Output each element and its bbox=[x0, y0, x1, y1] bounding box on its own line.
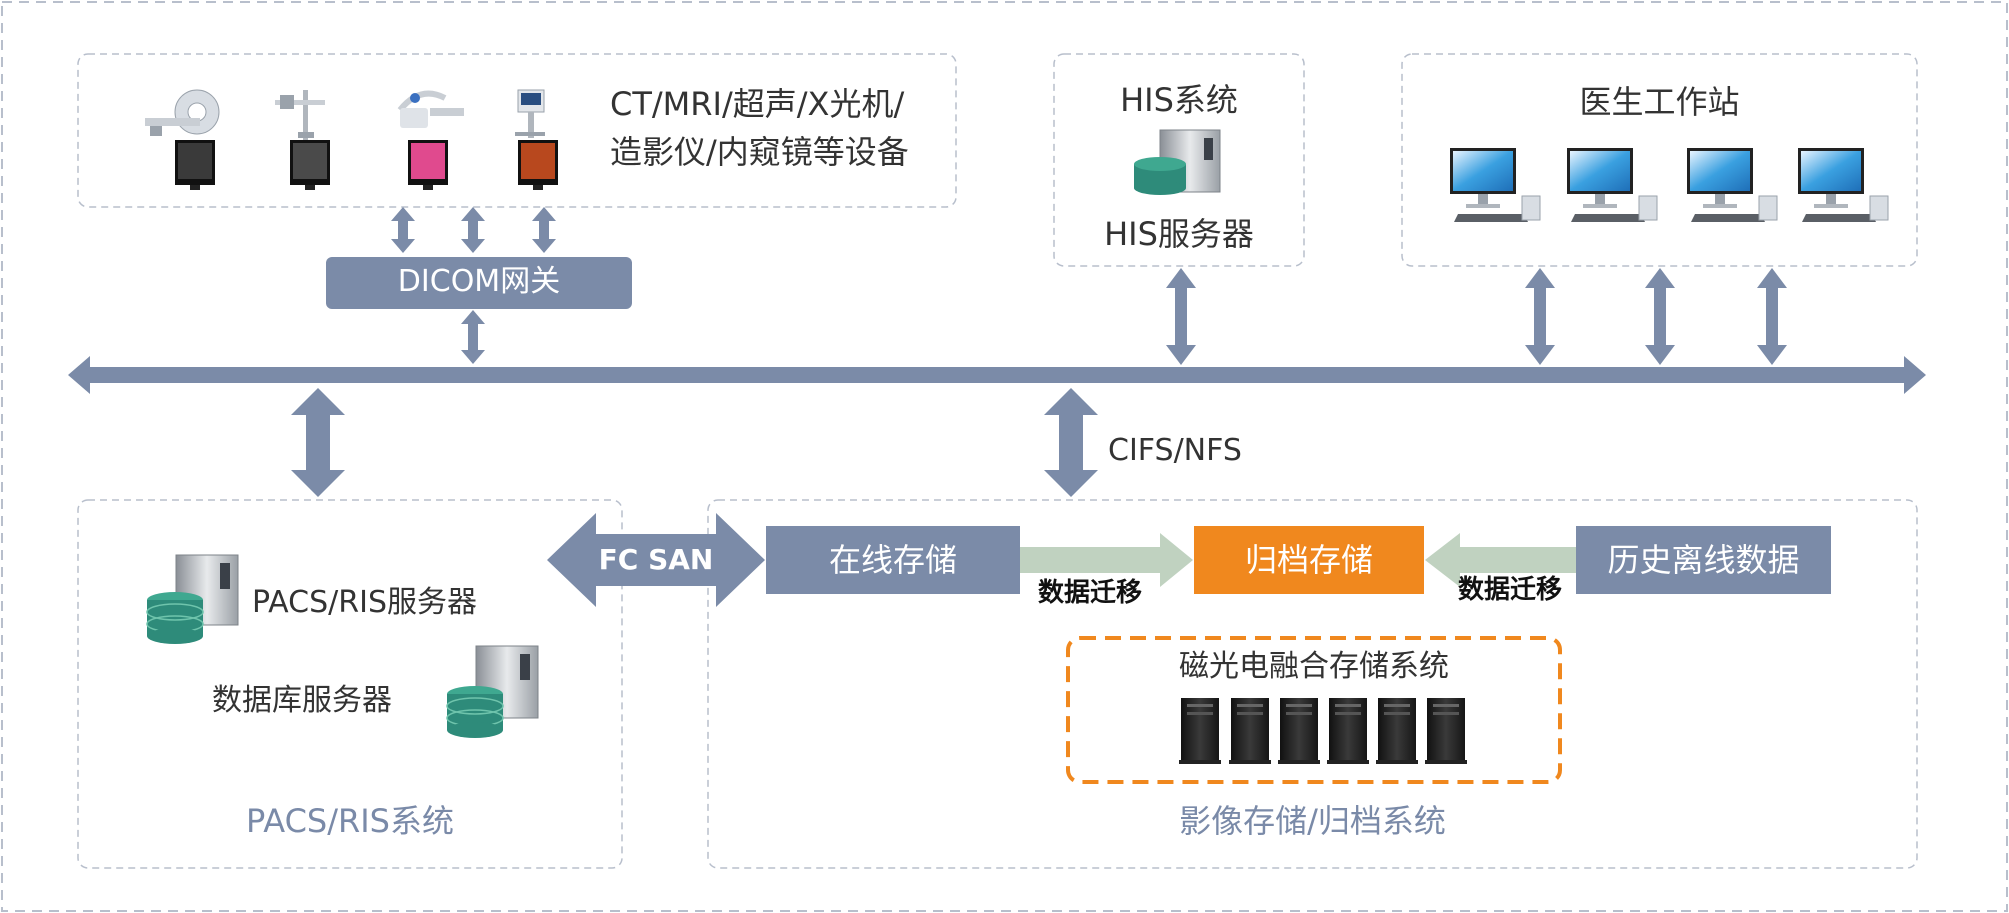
dicom-gateway-label: DICOM网关 bbox=[397, 264, 561, 299]
doctor-workstation-title: 医生工作站 bbox=[1579, 83, 1740, 121]
computer-icon bbox=[1798, 148, 1889, 222]
cabinet-icon bbox=[1327, 698, 1369, 764]
computer-icon bbox=[1567, 148, 1658, 222]
device-arrow-3 bbox=[532, 207, 556, 253]
ultrasound-icon bbox=[397, 90, 464, 190]
migration-arrow-left bbox=[1020, 533, 1193, 587]
workstation-arrow-2 bbox=[1645, 268, 1675, 365]
pacs-ris-system-label: PACS/RIS系统 bbox=[245, 802, 454, 840]
gateway-bus-arrow bbox=[461, 310, 485, 364]
cabinet-icon bbox=[1376, 698, 1418, 764]
pacs-server-icon bbox=[146, 554, 239, 644]
devices-label-line1: CT/MRI/超声/X光机/ bbox=[610, 85, 905, 123]
migration-label-right: 数据迁移 bbox=[1458, 575, 1563, 605]
workstation-bus-arrows bbox=[1525, 268, 1787, 365]
hybrid-storage-label: 磁光电融合存储系统 bbox=[1179, 649, 1449, 684]
workstation-group bbox=[1401, 53, 1918, 267]
db-server-label: 数据库服务器 bbox=[212, 683, 392, 718]
fc-san-arrow bbox=[547, 513, 765, 607]
device-gateway-arrows bbox=[391, 207, 556, 364]
cabinet-icon bbox=[1278, 698, 1320, 764]
workstation-arrow-1 bbox=[1525, 268, 1555, 365]
cabinet-icon bbox=[1425, 698, 1467, 764]
offline-data-box bbox=[1576, 526, 1831, 594]
his-title: HIS系统 bbox=[1120, 81, 1238, 119]
his-bus-arrow bbox=[1166, 268, 1196, 365]
hybrid-storage-box bbox=[1066, 636, 1562, 784]
archive-storage-label: 归档存储 bbox=[1244, 541, 1373, 579]
device-arrow-2 bbox=[461, 207, 485, 253]
his-group bbox=[1053, 53, 1305, 267]
pacs-server-label: PACS/RIS服务器 bbox=[252, 585, 477, 620]
pacs-bus-arrow bbox=[291, 388, 345, 497]
migration-arrow-right bbox=[1425, 533, 1576, 587]
computer-icon bbox=[1450, 148, 1541, 222]
device-arrow-1 bbox=[391, 207, 415, 253]
cabinet-icon bbox=[1179, 698, 1221, 764]
pacs-ris-group bbox=[77, 499, 623, 869]
cabinet-icons bbox=[1179, 698, 1467, 764]
migration-label-left: 数据迁移 bbox=[1038, 578, 1143, 608]
network-bus-arrow bbox=[68, 356, 1926, 394]
storage-bus-arrow bbox=[1044, 388, 1098, 497]
online-storage-label: 在线存储 bbox=[828, 541, 957, 579]
devices-group bbox=[77, 53, 957, 208]
computer-icon bbox=[1687, 148, 1778, 222]
database-server-icon bbox=[446, 645, 539, 738]
endoscope-icon bbox=[515, 89, 558, 190]
storage-group bbox=[707, 499, 1918, 869]
medical-device-icons bbox=[145, 89, 558, 190]
ct-scanner-icon bbox=[145, 89, 220, 190]
his-server-label: HIS服务器 bbox=[1104, 215, 1254, 253]
xray-machine-icon bbox=[275, 90, 330, 190]
workstation-arrow-3 bbox=[1757, 268, 1787, 365]
online-storage-box bbox=[766, 526, 1020, 594]
computer-icons bbox=[1450, 148, 1889, 222]
fc-san-label: FC SAN bbox=[598, 543, 714, 576]
devices-label-line2: 造影仪/内窥镜等设备 bbox=[610, 133, 909, 171]
dicom-gateway-box bbox=[326, 257, 632, 309]
protocol-label: CIFS/NFS bbox=[1108, 433, 1242, 468]
his-server-icon bbox=[1134, 129, 1221, 195]
cabinet-icon bbox=[1229, 698, 1271, 764]
archive-storage-box bbox=[1194, 526, 1424, 594]
offline-data-label: 历史离线数据 bbox=[1607, 541, 1800, 579]
storage-system-label: 影像存储/归档系统 bbox=[1179, 802, 1446, 840]
